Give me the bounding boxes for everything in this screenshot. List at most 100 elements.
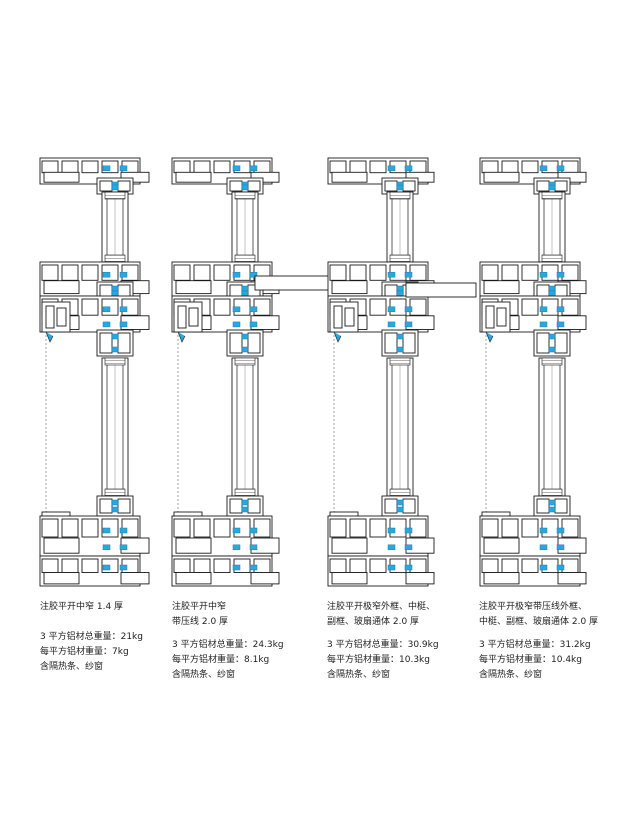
profile-chamber <box>409 518 427 538</box>
thermal-break-strip <box>232 527 241 534</box>
profile-chamber <box>41 160 59 174</box>
profile-chamber <box>213 558 231 573</box>
profile-chamber <box>329 558 347 573</box>
profile-chamber <box>521 518 539 538</box>
spacer-bar <box>234 357 256 366</box>
thermal-break-strip <box>111 285 119 292</box>
profile-chamber <box>329 160 347 174</box>
caption-weight-per-sqm: 每平方铝材重量：7kg <box>40 647 129 657</box>
thermal-break-strip <box>232 544 241 551</box>
profile-chamber <box>331 280 368 295</box>
thermal-break-strip <box>387 544 396 551</box>
thermal-break-strip <box>387 306 396 313</box>
thermal-break-strip <box>119 306 128 313</box>
profile-chamber <box>554 332 568 354</box>
caption-total-weight: 3 平方铝材总重量：24.3kg <box>172 640 284 650</box>
profile-chamber <box>117 332 131 354</box>
thermal-break-strip <box>241 285 249 292</box>
caption-title-line: 注胶平开中窄 1.4 厚 <box>40 602 124 612</box>
thermal-break-strip <box>404 544 413 551</box>
profile-chamber <box>536 284 550 298</box>
profile-chamber <box>61 558 79 573</box>
section-col3 <box>327 157 477 587</box>
profile-chamber <box>402 498 416 514</box>
profile-chamber <box>331 171 368 183</box>
caption-total-weight: 3 平方铝材总重量：30.9kg <box>327 640 439 650</box>
profile-chamber <box>536 180 550 192</box>
thermal-break-strip <box>539 544 548 551</box>
profile-chamber <box>120 171 150 183</box>
profile-chamber <box>41 558 59 573</box>
profile-chamber <box>481 558 499 573</box>
thermal-break-strip <box>111 506 119 513</box>
thermal-break-strip <box>111 346 119 353</box>
caption-includes: 含隔热条、纱窗 <box>172 670 236 680</box>
caption-total-weight: 3 平方铝材总重量：21kg <box>40 632 143 642</box>
profile-chamber <box>213 518 231 538</box>
profile-chamber <box>521 298 539 316</box>
profile-chamber <box>43 171 80 183</box>
profile-chamber <box>344 307 355 327</box>
caption-col4: 注胶平开极窄带压线外框、 中梃、副框、玻扇通体 2.0 厚 3 平方铝材总重量：… <box>479 600 598 683</box>
thermal-break-strip <box>119 564 128 571</box>
thermal-break-strip <box>102 527 111 534</box>
profile-chamber <box>405 572 435 585</box>
profile-chamber <box>250 171 280 183</box>
profile-chamber <box>409 558 427 573</box>
thermal-break-strip <box>556 544 565 551</box>
profile-chamber <box>41 518 59 538</box>
profile-chamber <box>536 332 550 354</box>
profile-chamber <box>561 558 579 573</box>
profile-chamber <box>501 264 519 281</box>
profile-chamber <box>81 518 99 538</box>
profile-chamber <box>557 572 587 585</box>
thermal-break-strip <box>241 499 249 506</box>
caption-title-line: 带压线 2.0 厚 <box>172 617 229 627</box>
thermal-break-strip <box>556 165 565 172</box>
thermal-break-strip <box>241 333 249 340</box>
thermal-break-strip <box>396 333 404 340</box>
thermal-break-strip <box>102 321 111 328</box>
profile-chamber <box>329 518 347 538</box>
thermal-break-strip <box>396 499 404 506</box>
profile-chamber <box>229 284 243 298</box>
profile-chamber <box>45 305 55 329</box>
thermal-break-strip <box>539 321 548 328</box>
section-col1 <box>39 157 150 587</box>
thermal-break-strip <box>119 527 128 534</box>
profile-chamber <box>99 180 113 192</box>
caption-weight-per-sqm: 每平方铝材重量：10.4kg <box>479 655 582 665</box>
thermal-break-strip <box>249 165 258 172</box>
profile-chamber <box>81 160 99 174</box>
thermal-break-strip <box>548 506 556 513</box>
profile-chamber <box>554 498 568 514</box>
caption-includes: 含隔热条、纱窗 <box>327 670 391 680</box>
thermal-break-strip <box>102 306 111 313</box>
profile-chamber <box>483 280 520 295</box>
thermal-break-strip <box>396 285 404 292</box>
spacer-bar <box>234 488 256 497</box>
thermal-break-strip <box>232 564 241 571</box>
caption-includes: 含隔热条、纱窗 <box>40 662 104 672</box>
spacer-bar <box>541 191 563 200</box>
gasket <box>485 331 494 343</box>
profile-chamber <box>384 180 398 192</box>
caption-col2: 注胶平开中窄 带压线 2.0 厚 3 平方铝材总重量：24.3kg 每平方铝材重… <box>172 600 284 683</box>
thermal-break-strip <box>387 564 396 571</box>
profile-chamber <box>173 264 191 281</box>
gasket <box>177 331 186 343</box>
profile-chamber <box>56 307 67 327</box>
profile-chamber <box>81 558 99 573</box>
spacer-bar <box>389 191 411 200</box>
thermal-break-strip <box>387 271 396 278</box>
profile-chamber <box>193 160 211 174</box>
profile-chamber <box>177 305 187 329</box>
profile-chamber <box>349 518 367 538</box>
caption-title-line: 注胶平开中窄 <box>172 602 227 612</box>
profile-chamber <box>483 171 520 183</box>
caption-includes: 含隔热条、纱窗 <box>479 670 543 680</box>
profile-chamber <box>229 332 243 354</box>
profile-chamber <box>117 498 131 514</box>
thermal-break-strip <box>548 333 556 340</box>
thermal-break-strip <box>111 184 119 191</box>
